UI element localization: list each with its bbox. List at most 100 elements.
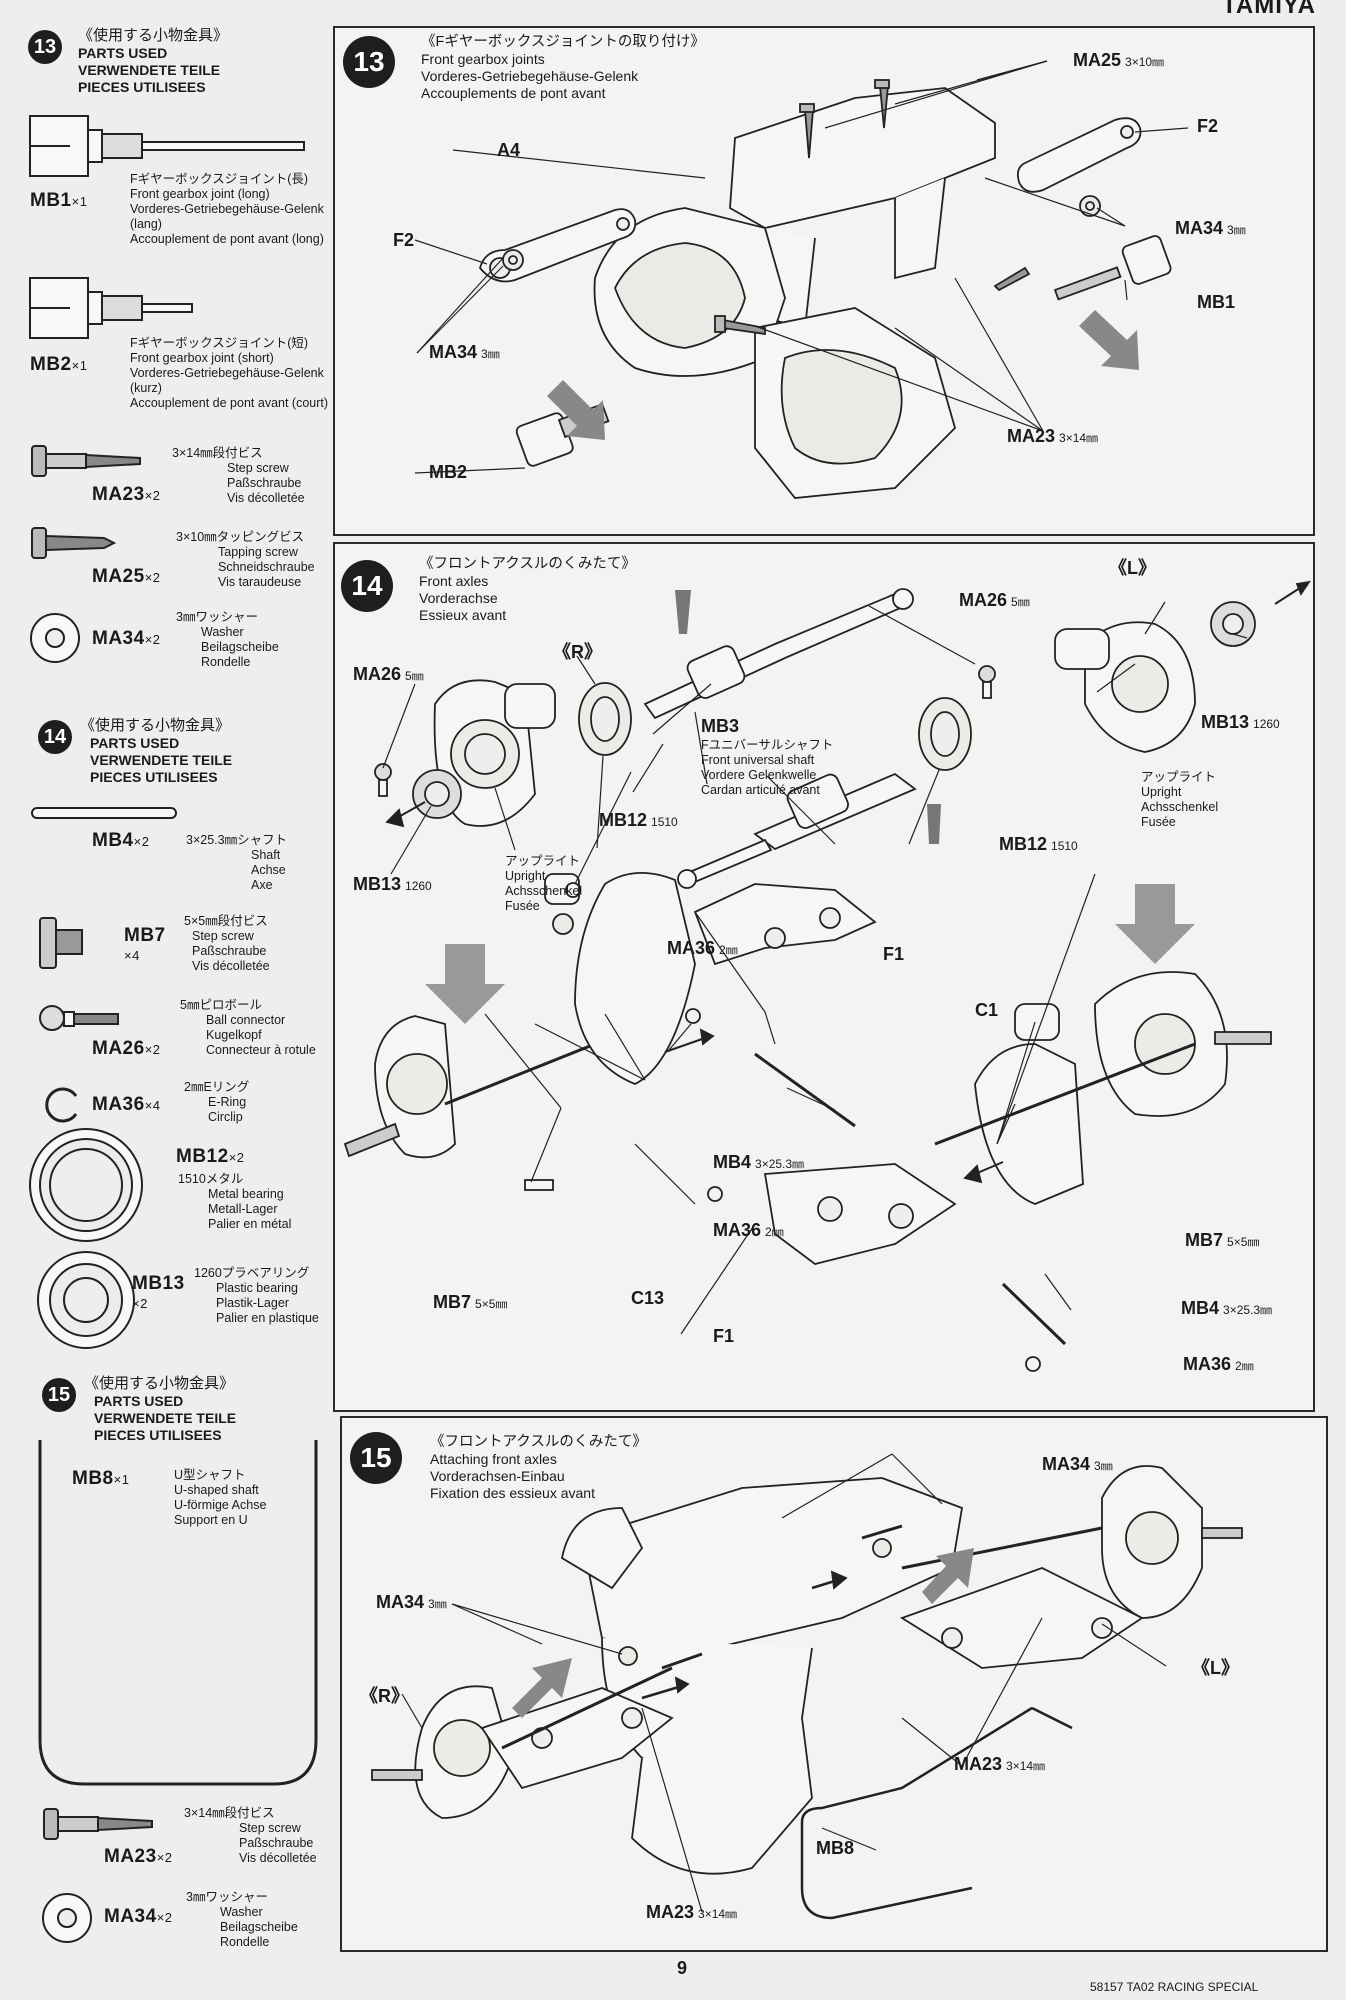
heading-en: PARTS USED [78,45,168,61]
heading-fr: PIECES UTILISEES [78,79,206,95]
step-15-title: 《フロントアクスルのくみたて》 Attaching front axles Vo… [430,1434,647,1501]
label-l-side: 《L》 [1109,558,1156,578]
part-desc-ma23: 3×14㎜段付ビス Step screw Paßschraube Vis déc… [172,446,305,505]
step-15-badge: 15 [350,1432,402,1484]
label-c1: C1 [975,1000,999,1020]
part-code-mb4: MB4×2 [92,830,150,851]
part-desc-ma34: 3㎜ワッシャー Washer Beilagscheibe Rondelle [176,610,279,669]
step-15-diagram [371,1453,1243,1920]
part-code-ma23-15: MA23×2 [104,1846,173,1867]
heading-fr: PIECES UTILISEES [94,1427,222,1443]
sidebar-14-heading: 《使用する小物金具》 PARTS USED VERWENDETE TEILE P… [80,714,232,786]
step-13-panel: 13 《Fギヤーボックスジョイントの取り付け》 Front gearbox jo… [333,26,1315,536]
part-code-ma34-15: MA34×2 [104,1906,173,1927]
part-code-ma34: MA34×2 [92,628,161,649]
part-desc-ma34-15: 3㎜ワッシャー Washer Beilagscheibe Rondelle [186,1890,298,1949]
step-13-badge: 13 [343,36,395,88]
note-mb3: Fユニバーサルシャフト Front universal shaft Vorder… [701,738,834,797]
label-r-side: 《R》 [553,642,602,662]
part-desc-mb8: U型シャフト U-shaped shaft U-förmige Achse Su… [174,1468,267,1527]
part-code-mb13: MB13×2 [132,1273,185,1312]
label-f2-right: F2 [1197,116,1219,136]
part-desc-ma25: 3×10㎜タッピングビス Tapping screw Schneidschrau… [176,530,315,589]
label-a4: A4 [497,140,521,160]
part-code-ma23: MA23×2 [92,484,161,505]
brand-logo-text: TAMIYA [1221,0,1316,19]
sidebar-15-heading: 《使用する小物金具》 PARTS USED VERWENDETE TEILE P… [84,1372,236,1444]
part-code-ma26: MA26×2 [92,1038,161,1059]
label-f2-left: F2 [393,230,415,250]
heading-de: VERWENDETE TEILE [94,1410,237,1426]
part-desc-ma26: 5㎜ピロボール Ball connector Kugelkopf Connect… [180,998,316,1057]
label-f1-bottom: F1 [713,1326,735,1346]
sidebar-step-15-badge: 15 [42,1378,76,1412]
heading-de: VERWENDETE TEILE [78,62,221,78]
label-mb1: MB1 [1197,292,1236,312]
label-r-side: 《R》 [360,1686,409,1706]
part-desc-mb7: 5×5㎜段付ビス Step screw Paßschraube Vis déco… [184,914,270,973]
part-desc-mb12: 1510メタル Metal bearing Metall-Lager Palie… [178,1172,292,1231]
part-code-mb8: MB8×1 [72,1468,130,1489]
part-code-mb1: MB1×1 [30,190,88,211]
label-c13: C13 [631,1288,665,1308]
step-14-panel: 14 《フロントアクスルのくみたて》 Front axles Vorderach… [333,542,1315,1412]
heading-jp: 《使用する小物金具》 [78,27,229,44]
label-l-side: 《L》 [1192,1658,1239,1678]
part-desc-mb2: Fギヤーボックスジョイント(短) Front gearbox joint (sh… [130,336,329,410]
page-number: 9 [677,1958,688,1978]
heading-en: PARTS USED [94,1393,184,1409]
part-desc-mb1: Fギヤーボックスジョイント(長) Front gearbox joint (lo… [130,172,324,246]
part-desc-ma36: 2㎜Eリング E-Ring Circlip [184,1080,250,1124]
part-desc-mb13: 1260プラベアリング Plastic bearing Plastik-Lage… [194,1266,319,1325]
part-code-mb2: MB2×1 [30,354,88,375]
heading-en: PARTS USED [90,735,180,751]
label-mb8: MB8 [816,1838,855,1858]
label-mb2: MB2 [429,462,468,482]
label-mb3: MB3 [701,716,740,736]
heading-jp: 《使用する小物金具》 [80,717,231,734]
part-code-ma36: MA36×4 [92,1094,161,1115]
note-upright-left: アップライト Upright Achsschenkel Fusée [1141,770,1219,829]
part-desc-ma23-15: 3×14㎜段付ビス Step screw Paßschraube Vis déc… [184,1806,317,1865]
part-desc-mb4: 3×25.3㎜シャフト Shaft Achse Axe [186,833,288,892]
note-upright-right: アップライト Upright Achsschenkel Fusée [505,854,583,913]
step-13-title: 《Fギヤーボックスジョイントの取り付け》 Front gearbox joint… [421,34,705,101]
step-14-badge: 14 [341,560,393,612]
heading-jp: 《使用する小物金具》 [84,1375,235,1392]
step-14-title: 《フロントアクスルのくみたて》 Front axles Vorderachse … [419,556,636,623]
part-code-mb12: MB12×2 [176,1146,245,1167]
footer-code: 58157 TA02 RACING SPECIAL [1090,1980,1259,1994]
sidebar-step-14-badge: 14 [38,720,72,754]
step-13-diagram [414,60,1189,499]
heading-fr: PIECES UTILISEES [90,769,218,785]
heading-de: VERWENDETE TEILE [90,752,233,768]
sidebar-step-13-badge: 13 [28,30,62,64]
label-f1-top: F1 [883,944,905,964]
step-14-diagram [343,580,1311,1372]
part-code-mb7: MB7×4 [124,925,166,964]
sidebar-13-heading: 《使用する小物金具》 PARTS USED VERWENDETE TEILE P… [78,24,228,96]
step-15-panel: 15 《フロントアクスルのくみたて》 Attaching front axles… [340,1416,1328,1952]
sidebar-part-drawings [29,115,318,1943]
